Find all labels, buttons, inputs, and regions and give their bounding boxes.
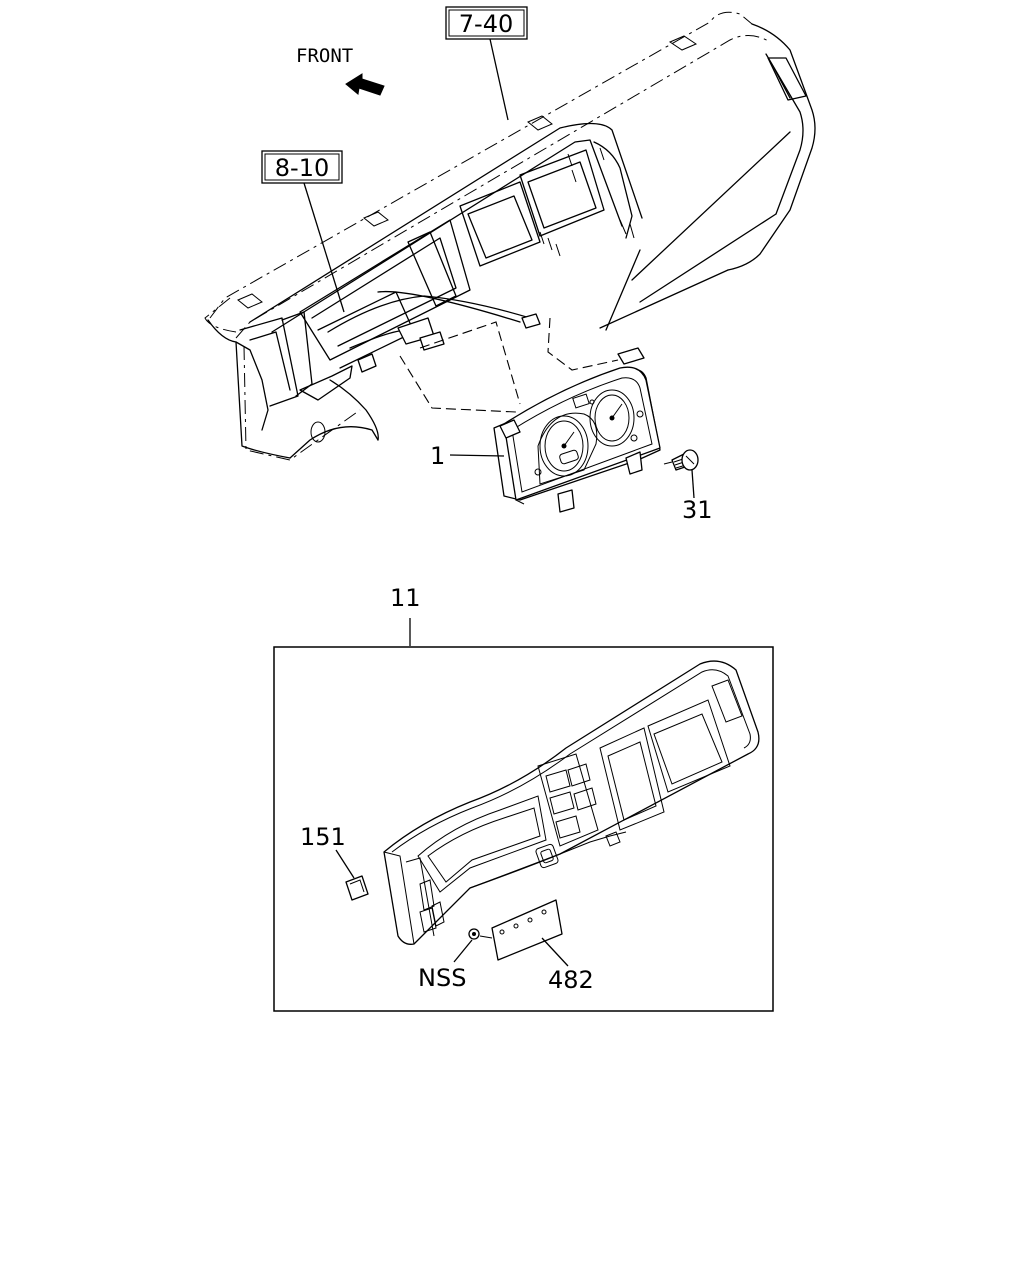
- clip: 151: [300, 823, 369, 901]
- callout-11-label: 11: [390, 584, 421, 612]
- callout-151-label: 151: [300, 823, 346, 851]
- front-arrow-icon: [345, 73, 385, 96]
- callout-31-label: 31: [682, 496, 713, 524]
- screw: [663, 449, 699, 471]
- instrument-cluster: [493, 347, 661, 513]
- reference-8-10: 8-10: [261, 150, 345, 313]
- front-direction-indicator: FRONT: [296, 45, 385, 96]
- reference-8-10-label: 8-10: [275, 154, 329, 182]
- plate: 482: [491, 899, 594, 994]
- alignment-lines: [399, 317, 619, 413]
- callout-1: 1: [430, 442, 505, 470]
- reference-7-40-label: 7-40: [459, 10, 513, 38]
- dashboard-panel: [204, 11, 816, 461]
- reference-7-40: 7-40: [445, 6, 528, 121]
- front-label: FRONT: [296, 45, 353, 67]
- instrument-bezel: [383, 660, 760, 945]
- callout-nss-label: NSS: [418, 964, 466, 992]
- bezel-assembly-frame: 11: [273, 584, 774, 1012]
- nss-nut: NSS: [418, 928, 493, 992]
- callout-1-label: 1: [430, 442, 445, 470]
- callout-482-label: 482: [548, 966, 594, 994]
- callout-31: 31: [682, 469, 713, 524]
